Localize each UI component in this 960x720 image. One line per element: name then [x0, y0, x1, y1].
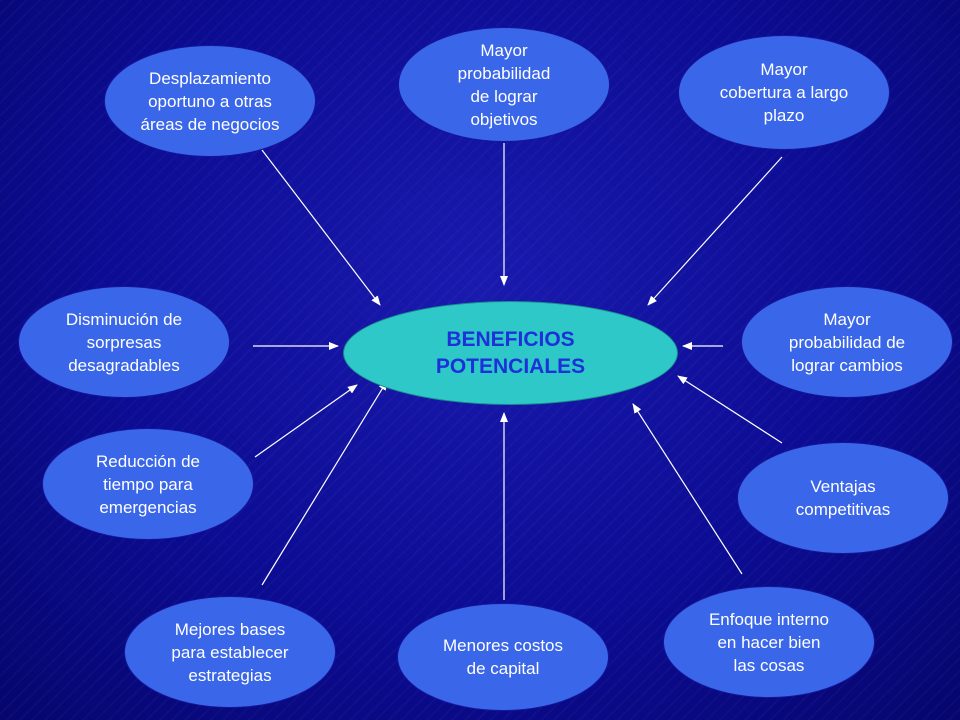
node-enfoque-interno: Enfoque interno en hacer bien las cosas	[663, 586, 875, 698]
arrow-mejores-bases	[261, 380, 388, 586]
node-menores-costos: Menores costos de capital	[397, 603, 609, 711]
center-node: BENEFICIOS POTENCIALES	[343, 301, 678, 405]
node-ventajas-competitivas: Ventajas competitivas	[737, 442, 949, 554]
node-label: Mayor probabilidad de lograr cambios	[788, 309, 906, 375]
node-label: Ventajas competitivas	[795, 477, 891, 519]
arrow-desplazamiento	[261, 149, 381, 306]
node-label: Mayor cobertura a largo plazo	[719, 60, 849, 125]
node-label: Mejores bases para establecer estrategia…	[171, 619, 289, 685]
node-mayor-cobertura: Mayor cobertura a largo plazo	[678, 35, 890, 150]
node-mejores-bases: Mejores bases para establecer estrategia…	[124, 596, 336, 708]
center-label: BENEFICIOS POTENCIALES	[435, 328, 586, 378]
arrow-mayor-cobertura	[647, 156, 783, 306]
arrow-reduccion-tiempo	[254, 384, 358, 458]
node-mayor-probabilidad-objetivos: Mayor probabilidad de lograr objetivos	[398, 27, 610, 142]
node-label: Mayor probabilidad de lograr objetivos	[457, 40, 551, 129]
node-mayor-probabilidad-cambios: Mayor probabilidad de lograr cambios	[741, 286, 953, 398]
node-disminucion-sorpresas: Disminución de sorpresas desagradables	[18, 286, 230, 398]
node-label: Desplazamiento oportuno a otras áreas de…	[140, 68, 280, 134]
arrow-enfoque-interno	[632, 403, 743, 575]
node-label: Disminución de sorpresas desagradables	[65, 309, 183, 375]
node-label: Menores costos de capital	[443, 636, 563, 678]
node-reduccion-tiempo: Reducción de tiempo para emergencias	[42, 428, 254, 540]
arrow-ventajas-competitivas	[677, 375, 783, 444]
node-desplazamiento: Desplazamiento oportuno a otras áreas de…	[104, 45, 316, 157]
node-label: Reducción de tiempo para emergencias	[96, 451, 200, 517]
node-label: Enfoque interno en hacer bien las cosas	[708, 609, 830, 675]
